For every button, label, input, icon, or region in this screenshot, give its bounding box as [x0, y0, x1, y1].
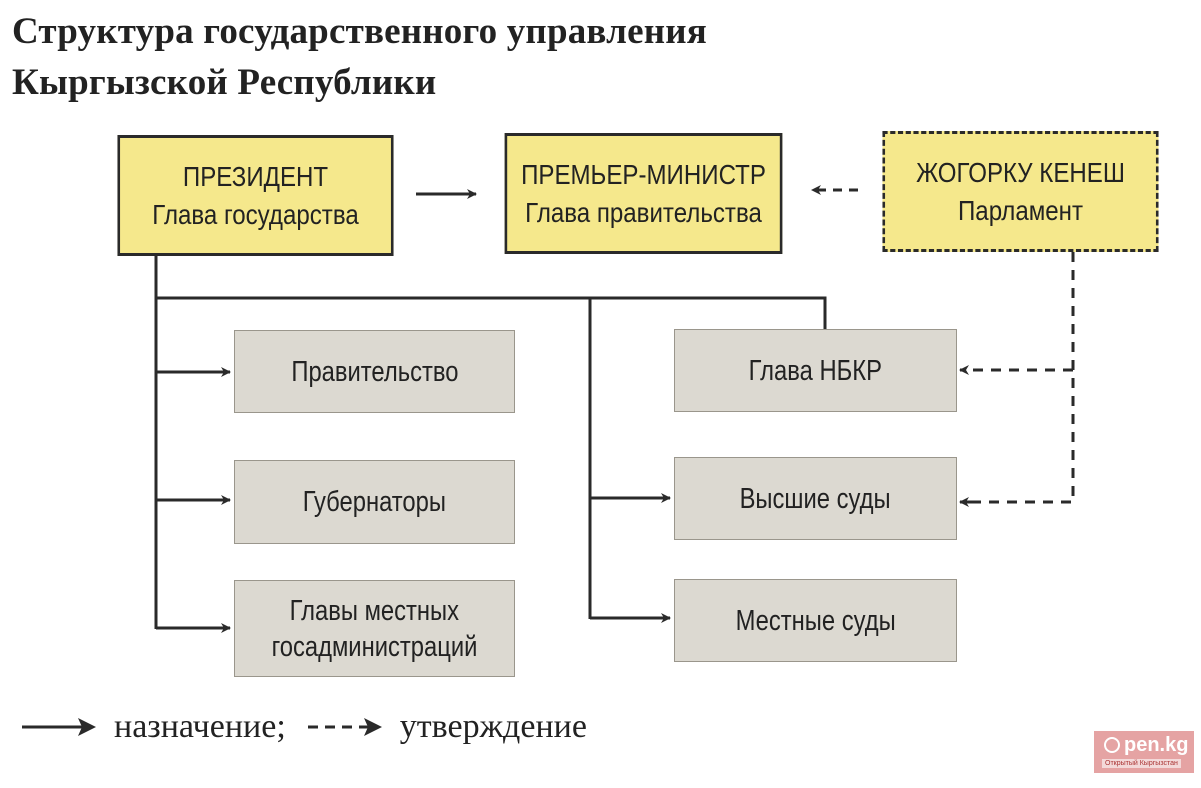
node-local-admin-heads[interactable]: Главы местных госадминистраций [234, 580, 515, 677]
watermark-sub: Открытый Кыргызстан [1102, 759, 1181, 768]
node-governors[interactable]: Губернаторы [234, 460, 515, 544]
bus-horizontal [156, 296, 827, 330]
legend-solid-label: назначение; [114, 708, 286, 745]
node-local-courts[interactable]: Местные суды [674, 579, 957, 662]
watermark-logo: pen.kg Открытый Кыргызстан [1094, 731, 1194, 773]
dashed-arrow-icon [307, 718, 382, 736]
prime-minister-title: ПРЕМЬЕР-МИНИСТР [521, 158, 766, 190]
supreme-courts-label: Высшие суды [739, 482, 891, 515]
local-courts-label: Местные суды [735, 604, 896, 637]
watermark-main: pen.kg [1124, 734, 1189, 756]
parliament-subtitle: Парламент [958, 194, 1083, 226]
node-president[interactable]: ПРЕЗИДЕНТ Глава государства [117, 135, 394, 256]
node-supreme-courts[interactable]: Высшие суды [674, 457, 957, 540]
title-line-2: Кыргызской Республики [12, 62, 437, 103]
edge-parliament-dashed-trunk [962, 252, 1075, 504]
president-title: ПРЕЗИДЕНТ [182, 160, 329, 192]
government-label: Правительство [290, 355, 459, 388]
prime-minister-subtitle: Глава правительства [525, 196, 762, 228]
president-subtitle: Глава государства [152, 198, 359, 230]
governors-label: Губернаторы [302, 486, 447, 518]
legend: назначение; утверждение [20, 708, 607, 746]
title-line-1: Структура государственного управления [12, 11, 707, 52]
node-government[interactable]: Правительство [234, 330, 515, 413]
diagram-title: Структура государственного управления Кы… [12, 6, 707, 108]
nbkr-head-label: Глава НБКР [748, 354, 883, 387]
local-admin-heads-line1: Главы местных [289, 594, 460, 627]
local-admin-heads-line2: госадминистраций [271, 630, 478, 663]
logo-o-icon [1104, 737, 1120, 753]
solid-arrow-icon [22, 718, 96, 736]
node-prime-minister[interactable]: ПРЕМЬЕР-МИНИСТР Глава правительства [504, 133, 783, 254]
legend-dashed-label: утверждение [399, 708, 587, 745]
node-nbkr-head[interactable]: Глава НБКР [674, 329, 957, 412]
parliament-title: ЖОГОРКУ КЕНЕШ [916, 156, 1125, 188]
node-parliament[interactable]: ЖОГОРКУ КЕНЕШ Парламент [882, 131, 1159, 252]
